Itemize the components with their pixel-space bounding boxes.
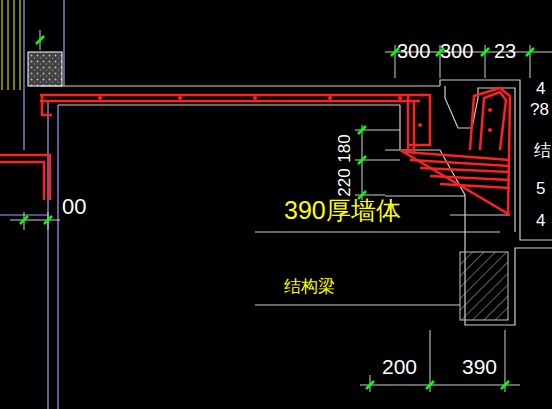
dimension-text: 390厚墙体 — [284, 198, 401, 223]
cornice-outline — [385, 80, 552, 325]
vertical-dimension: 220 — [336, 168, 353, 196]
dimension-text: 23 — [494, 41, 516, 61]
dimension-text: 4 — [536, 212, 545, 229]
dimension-text: 300 — [440, 41, 473, 61]
leader-lines — [255, 232, 500, 305]
dimension-text: 结构梁 — [284, 278, 335, 295]
vertical-dimension: 180 — [336, 134, 353, 162]
dimension-ticks — [20, 36, 534, 389]
dimension-text: 结 — [534, 142, 551, 159]
wall-lines — [0, 0, 64, 409]
hatched-block — [28, 52, 62, 86]
dimension-text: ?8 — [530, 101, 549, 118]
dimension-text: 5 — [536, 180, 545, 197]
rebar-dots — [98, 96, 492, 132]
dimension-text: 00 — [62, 196, 86, 218]
slab-outline — [40, 86, 440, 150]
dimension-text: 300 — [397, 41, 430, 61]
yellow-grid — [2, 0, 20, 90]
dimension-text: 4 — [536, 80, 545, 97]
dimension-text: 200 — [382, 356, 417, 377]
dimension-lines — [10, 30, 552, 392]
beam-section — [460, 252, 508, 320]
dimension-text: 390 — [462, 356, 497, 377]
